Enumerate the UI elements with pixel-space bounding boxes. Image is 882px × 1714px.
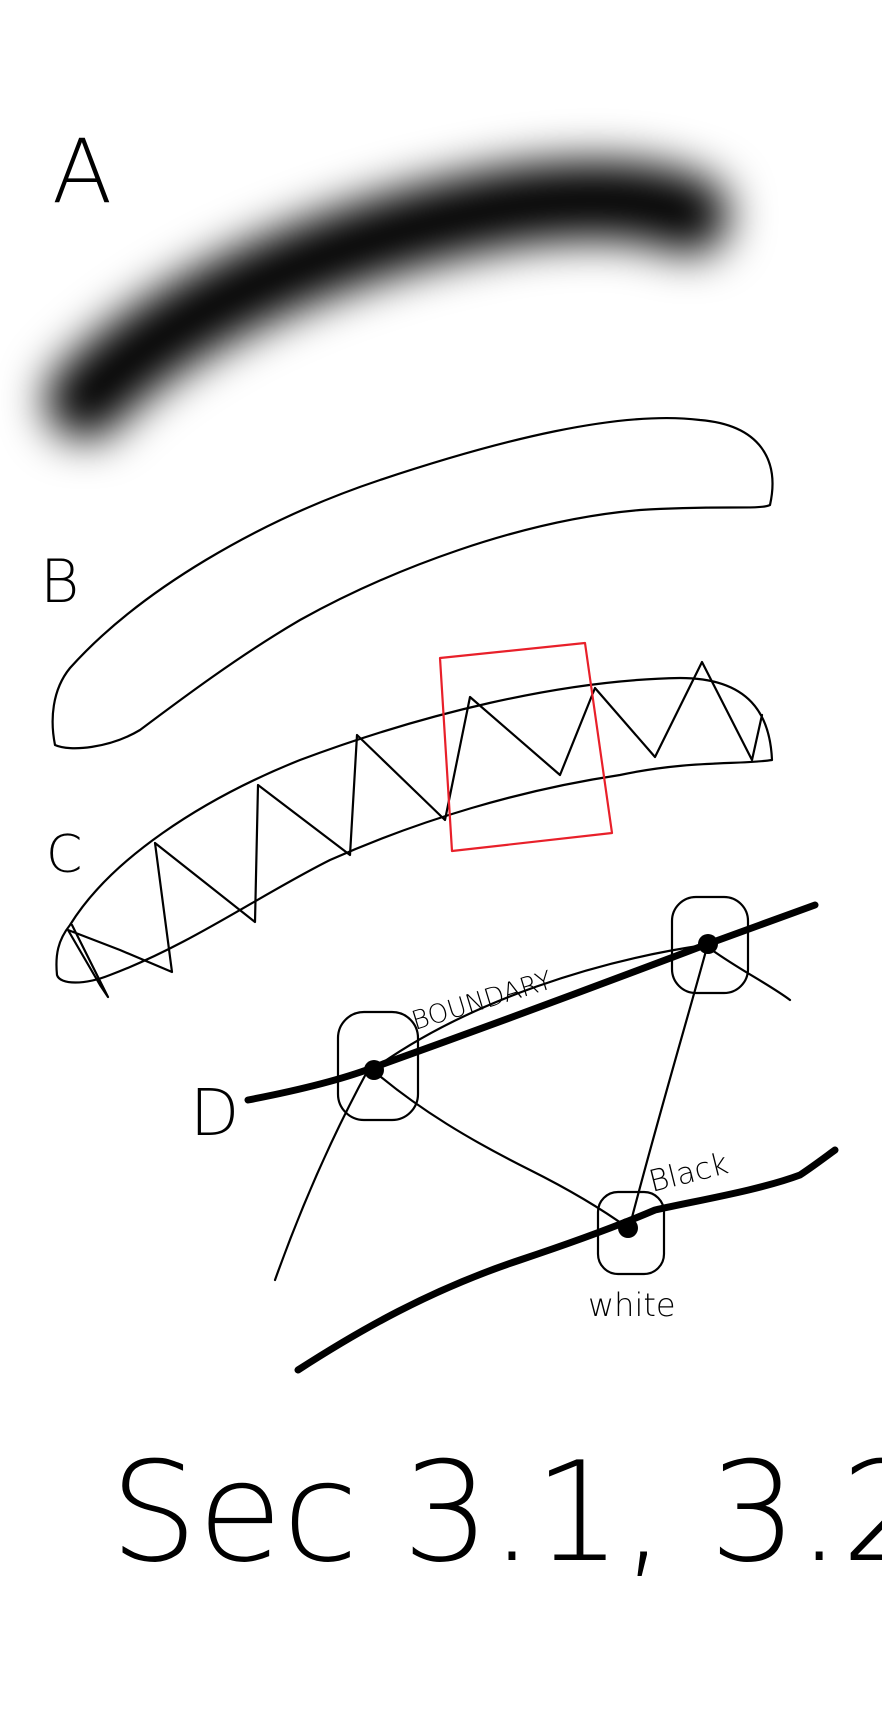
edge-tail <box>710 948 792 1002</box>
stroke-outline <box>51 417 774 750</box>
edge-diagonal <box>373 1070 630 1230</box>
boundary-line-top <box>244 901 819 1104</box>
boundary-line-bottom <box>294 1146 839 1374</box>
edge-right <box>628 945 709 1227</box>
triangulation-edges <box>66 660 764 999</box>
black-label: Black <box>645 1146 731 1199</box>
vertex-box-bottom <box>596 1190 666 1276</box>
vertex-right <box>698 934 718 954</box>
panel-d: D BOUNDARY Black white <box>190 895 839 1374</box>
panel-b-label: B <box>40 547 79 617</box>
white-label: white <box>588 1286 676 1324</box>
panel-c-label: C <box>46 825 82 885</box>
edge-left <box>273 1068 370 1282</box>
vertex-box-left <box>336 1010 420 1122</box>
vertex-left <box>364 1060 384 1080</box>
vertex-box-right <box>670 895 750 995</box>
panel-c: C <box>46 641 774 999</box>
edge-top-thin <box>373 943 707 1070</box>
section-reference: Sec 3.1, 3.2 <box>110 1432 882 1593</box>
highlight-box <box>438 641 614 853</box>
panel-a: A <box>46 120 729 439</box>
triangulated-stroke-outline <box>55 676 774 984</box>
blurred-brush-stroke <box>46 160 729 439</box>
panel-d-label: D <box>190 1077 239 1151</box>
vertex-bottom <box>618 1218 638 1238</box>
panel-b: B <box>40 417 774 750</box>
panel-a-label: A <box>52 120 112 223</box>
